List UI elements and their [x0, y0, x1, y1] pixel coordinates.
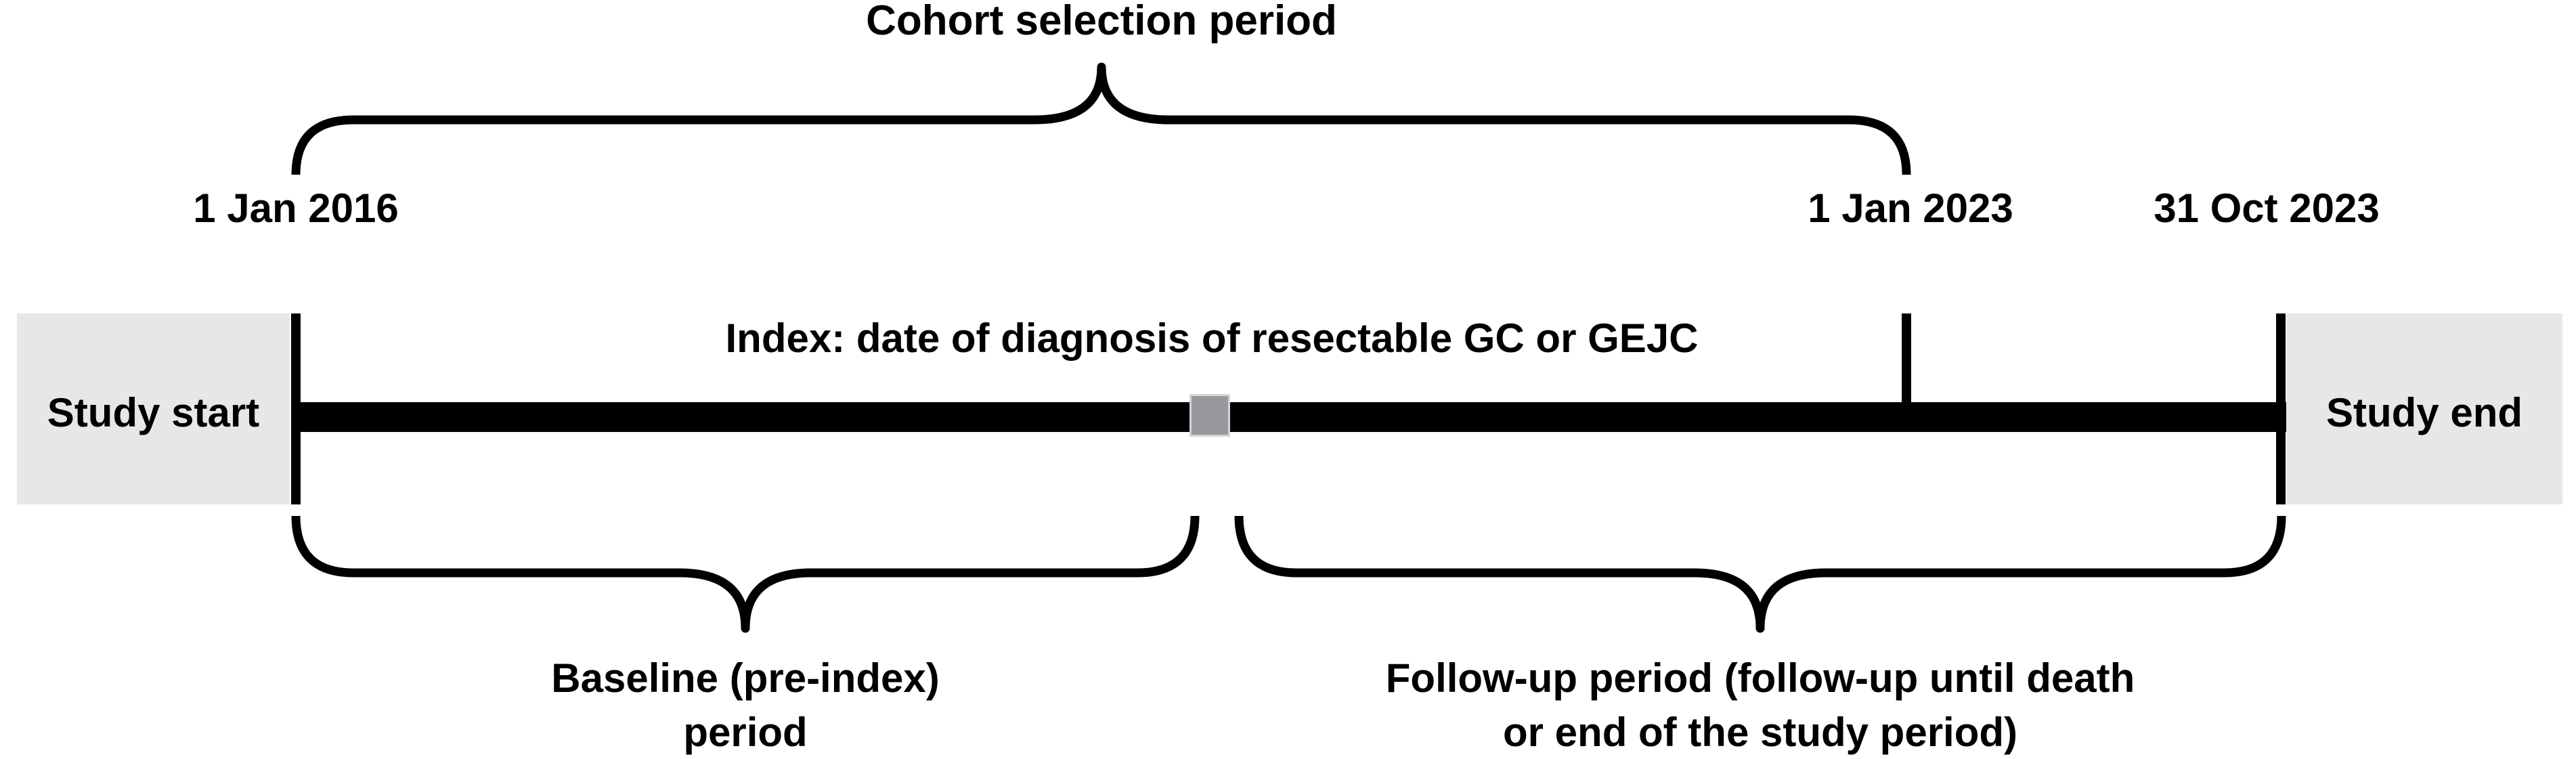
date-study-end: 31 Oct 2023 [2154, 186, 2380, 231]
baseline-period-brace [291, 515, 1200, 633]
study-end-box: Study end [2286, 313, 2562, 504]
tick-study-start [291, 313, 301, 504]
baseline-period-line2: period [683, 710, 808, 755]
tick-study-end [2276, 313, 2286, 504]
index-annotation: Index: date of diagnosis of resectable G… [725, 316, 1699, 361]
cohort-selection-title: Cohort selection period [866, 0, 1337, 44]
study-start-box: Study start [17, 313, 290, 504]
date-cohort-start: 1 Jan 2016 [193, 186, 399, 231]
baseline-period-label: Baseline (pre-index) period [551, 651, 940, 759]
tick-cohort-end [1902, 313, 1911, 432]
study-start-label: Study start [47, 389, 260, 435]
date-cohort-end: 1 Jan 2023 [1808, 186, 2013, 231]
timeline-bar [291, 402, 2286, 432]
followup-period-line1: Follow-up period (follow-up until death [1385, 655, 2135, 701]
followup-period-line2: or end of the study period) [1503, 710, 2017, 755]
followup-period-label: Follow-up period (follow-up until death … [1386, 651, 2135, 759]
study-end-label: Study end [2326, 389, 2523, 435]
baseline-period-line1: Baseline (pre-index) [551, 655, 940, 701]
followup-period-brace [1234, 515, 2286, 633]
index-marker [1189, 394, 1230, 437]
cohort-selection-brace [291, 62, 1911, 175]
